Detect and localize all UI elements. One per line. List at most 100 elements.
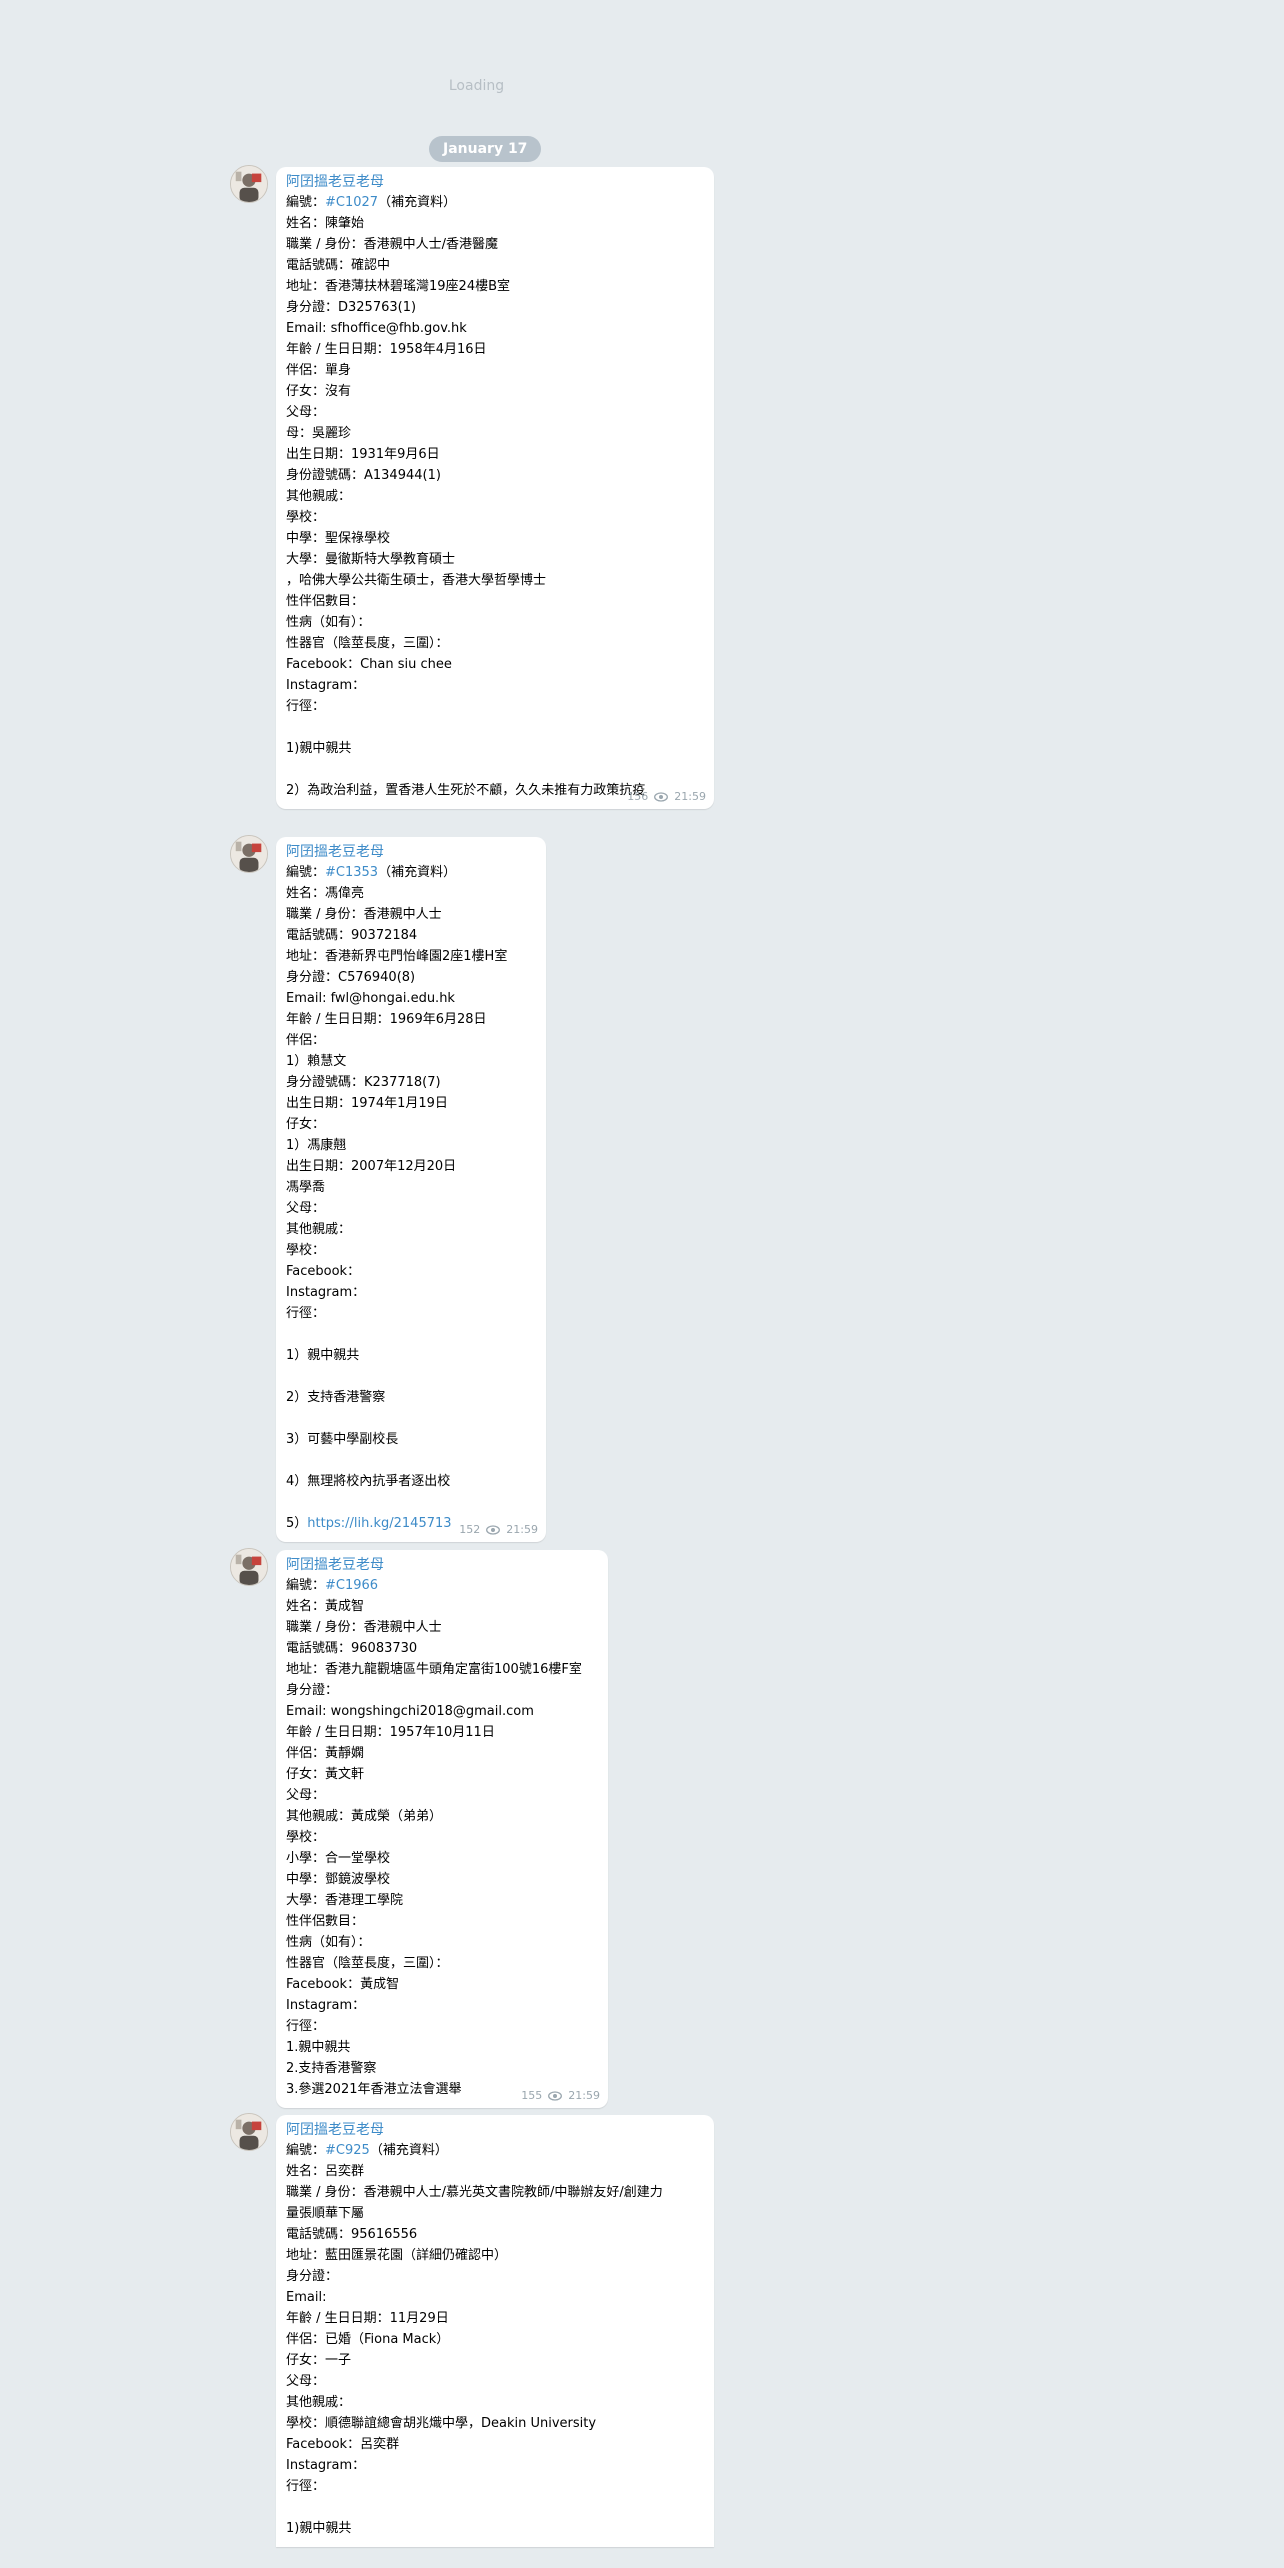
- avatar[interactable]: [230, 165, 268, 203]
- hashtag-link[interactable]: #C925: [325, 2143, 370, 2158]
- message-meta: 152 21:59: [459, 1523, 538, 1536]
- message-bubble[interactable]: 阿囝搵老豆老母編號：#C1353（補充資料）姓名：馮偉亮職業 / 身份：香港親中…: [276, 837, 546, 1542]
- message-text: 性伴侶數目：: [286, 1914, 365, 1929]
- message-text: Email:: [286, 2290, 327, 2305]
- message-line: 學校：: [286, 1240, 536, 1261]
- message-line: 小學：合一堂學校: [286, 1848, 598, 1869]
- message-text: 1)親中親共: [286, 741, 352, 756]
- message-line: 4）無理將校內抗爭者逐出校: [286, 1471, 536, 1492]
- message-text: 3.參選2021年香港立法會選舉: [286, 2082, 462, 2097]
- message-text: 仔女：一子: [286, 2353, 352, 2368]
- message-text: 學校：: [286, 1243, 326, 1258]
- message-text: 其他親戚：黃成榮（弟弟）: [286, 1809, 443, 1824]
- message-text: Facebook：Chan siu chee: [286, 657, 452, 672]
- message-line: 身分證：C576940(8): [286, 967, 536, 988]
- message-bubble[interactable]: 阿囝搵老豆老母編號：#C1027（補充資料）姓名：陳肇始職業 / 身份：香港親中…: [276, 167, 714, 809]
- message-text: 伴侶：已婚（Fiona Mack）: [286, 2332, 450, 2347]
- message-time: 21:59: [506, 1523, 538, 1536]
- message-line: Facebook：Chan siu chee: [286, 654, 704, 675]
- message-text: 小學：合一堂學校: [286, 1851, 391, 1866]
- message-text: 職業 / 身份：香港親中人士: [286, 1620, 442, 1635]
- message-text: Instagram：: [286, 1285, 366, 1300]
- message-line: 性伴侶數目：: [286, 591, 704, 612]
- message-text: 2.支持香港警察: [286, 2061, 377, 2076]
- hashtag-link[interactable]: #C1353: [325, 865, 379, 880]
- message-line: 身分證：D325763(1): [286, 297, 704, 318]
- avatar[interactable]: [230, 1548, 268, 1586]
- message-line: 行徑：: [286, 696, 704, 717]
- message-line: 出生日期：1974年1月19日: [286, 1093, 536, 1114]
- avatar-photo-icon: [231, 2114, 267, 2150]
- message-line: 職業 / 身份：香港親中人士: [286, 904, 536, 925]
- message-line: 年齡 / 生日日期：1969年6月28日: [286, 1009, 536, 1030]
- sender-name[interactable]: 阿囝搵老豆老母: [286, 174, 384, 190]
- message-line: 電話號碼：確認中: [286, 255, 704, 276]
- message-text: 職業 / 身份：香港親中人士: [286, 907, 442, 922]
- message-text: 伴侶：: [286, 1033, 326, 1048]
- message-text: 身分證號碼：K237718(7): [286, 1075, 441, 1090]
- message-line: 父母：: [286, 402, 704, 423]
- message-line: 性器官（陰莖長度，三圍）：: [286, 1953, 598, 1974]
- message-line: 身分證號碼：K237718(7): [286, 1072, 536, 1093]
- message-time: 21:59: [568, 2089, 600, 2102]
- url-link[interactable]: https://lih.kg/2145713: [307, 1516, 452, 1531]
- sender-name[interactable]: 阿囝搵老豆老母: [286, 844, 384, 860]
- message-line: 行徑：: [286, 2016, 598, 2037]
- message-text: 地址：香港新界屯門怡峰園2座1樓H室: [286, 949, 508, 964]
- message-line: 年齡 / 生日日期：1957年10月11日: [286, 1722, 598, 1743]
- message-text: 電話號碼：96083730: [286, 1641, 418, 1656]
- message-line: 1)親中親共: [286, 2518, 704, 2539]
- message-text: 性器官（陰莖長度，三圍）：: [286, 636, 449, 651]
- message-line: 學校：: [286, 507, 704, 528]
- message-line: ，哈佛大學公共衛生碩士，香港大學哲學博士: [286, 570, 704, 591]
- avatar-photo-icon: [231, 836, 267, 872]
- message-text: 父母：: [286, 2374, 326, 2389]
- message-line: 其他親戚：: [286, 1219, 536, 1240]
- hashtag-link[interactable]: #C1027: [325, 195, 379, 210]
- message-line: 5）https://lih.kg/2145713: [286, 1513, 536, 1534]
- date-separator: January 17: [429, 136, 542, 162]
- message-text: 其他親戚：: [286, 1222, 352, 1237]
- message-line: [286, 717, 704, 738]
- message-text: 年齡 / 生日日期：1957年10月11日: [286, 1725, 495, 1740]
- message-text: 父母：: [286, 1788, 326, 1803]
- message-text: 編號：: [286, 1578, 326, 1593]
- message-text: Instagram：: [286, 2458, 366, 2473]
- message-text: 性病（如有）：: [286, 615, 371, 630]
- message-line: 伴侶：單身: [286, 360, 704, 381]
- message-text: 地址：香港薄扶林碧瑤灣19座24樓B室: [286, 279, 511, 294]
- message-line: 1）親中親共: [286, 1345, 536, 1366]
- avatar-photo-icon: [231, 1549, 267, 1585]
- message-text: 伴侶：黃靜嫻: [286, 1746, 365, 1761]
- message-text: 3）可藝中學副校長: [286, 1432, 399, 1447]
- message-text: 行徑：: [286, 699, 326, 714]
- avatar[interactable]: [230, 2113, 268, 2151]
- message-text: 出生日期：2007年12月20日: [286, 1159, 457, 1174]
- message-line: 仔女：黃文軒: [286, 1764, 598, 1785]
- message-time: 21:59: [674, 790, 706, 803]
- message-text: 4）無理將校內抗爭者逐出校: [286, 1474, 451, 1489]
- message-bubble[interactable]: 阿囝搵老豆老母編號：#C925（補充資料）姓名：呂奕群職業 / 身份：香港親中人…: [276, 2115, 714, 2547]
- message-line: 1）賴慧文: [286, 1051, 536, 1072]
- message-line: 身份證號碼：A134944(1): [286, 465, 704, 486]
- message-text: 中學：鄧鏡波學校: [286, 1872, 391, 1887]
- avatar[interactable]: [230, 835, 268, 873]
- message-line: 父母：: [286, 2371, 704, 2392]
- sender-name[interactable]: 阿囝搵老豆老母: [286, 1557, 384, 1573]
- message-line: 姓名：呂奕群: [286, 2161, 704, 2182]
- hashtag-link[interactable]: #C1966: [325, 1578, 379, 1593]
- message-text: 父母：: [286, 1201, 326, 1216]
- view-count: 152: [459, 1523, 481, 1536]
- eye-icon: [548, 2090, 563, 2101]
- message-line: 仔女：沒有: [286, 381, 704, 402]
- message-line: 大學：曼徹斯特大學教育碩士: [286, 549, 704, 570]
- message-text: 2）為政治利益，置香港人生死於不顧，久久未推有力政策抗疫: [286, 783, 646, 798]
- message-line: 職業 / 身份：香港親中人士/香港醫魔: [286, 234, 704, 255]
- sender-name[interactable]: 阿囝搵老豆老母: [286, 2122, 384, 2138]
- message-line: [286, 2497, 704, 2518]
- message-text: Email: sfhoffice@fhb.gov.hk: [286, 321, 467, 336]
- message-line: 電話號碼：95616556: [286, 2224, 704, 2245]
- message-text: （補充資料）: [378, 195, 457, 210]
